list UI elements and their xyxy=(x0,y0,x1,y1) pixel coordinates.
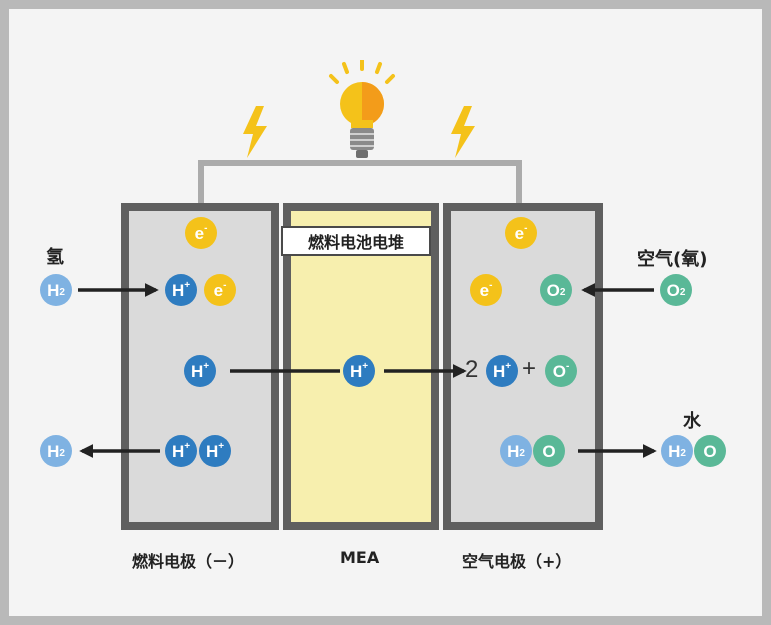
air-electrode-label: 空气电极（+） xyxy=(462,552,572,571)
coefficient-two: 2 xyxy=(465,356,479,383)
fuel-cell-stack-title: 燃料电池电堆 xyxy=(281,226,431,256)
hydrogen-label: 氢 xyxy=(46,247,64,268)
light-bulb-icon xyxy=(329,60,395,158)
hydrogen-ion-badge: H+ xyxy=(343,355,375,387)
hydrogen-ion-badge: H+ xyxy=(184,355,216,387)
electron-badge: e- xyxy=(505,217,537,249)
air-oxygen-label: 空气(氧) xyxy=(637,249,708,270)
wire-top xyxy=(198,160,522,166)
lightning-bolt-icon xyxy=(451,106,475,158)
oxygen-ion-badge: O- xyxy=(545,355,577,387)
water-oxygen-badge: O xyxy=(694,435,726,467)
mea-label: MEA xyxy=(340,548,380,567)
wire-left-vertical xyxy=(198,162,204,206)
water-oxygen-badge: O xyxy=(533,435,565,467)
lightning-bolt-icon xyxy=(243,106,267,158)
electron-badge: e- xyxy=(185,217,217,249)
hydrogen-ion-badge: H+ xyxy=(199,435,231,467)
hydrogen-ion-badge: H+ xyxy=(165,274,197,306)
water-label: 水 xyxy=(683,411,701,432)
wire-right-vertical xyxy=(516,162,522,206)
hydrogen-ion-badge: H+ xyxy=(486,355,518,387)
plus-sign: + xyxy=(522,355,537,382)
hydrogen-ion-badge: H+ xyxy=(165,435,197,467)
electron-badge: e- xyxy=(470,274,502,306)
electron-badge: e- xyxy=(204,274,236,306)
fuel-electrode-label: 燃料电极（－） xyxy=(132,552,245,571)
